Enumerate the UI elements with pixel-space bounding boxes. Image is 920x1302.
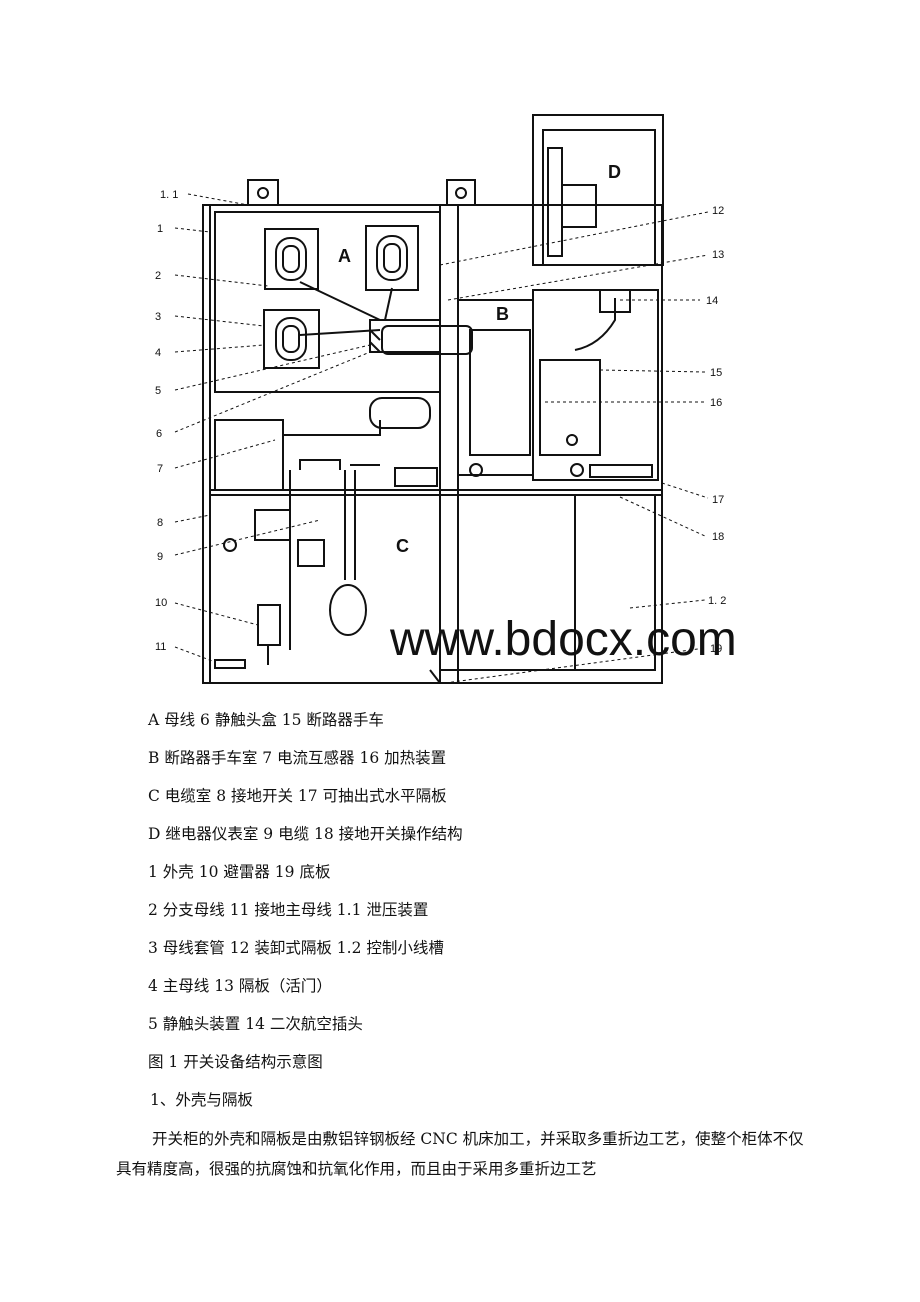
figure-caption: 图 1 开关设备结构示意图: [148, 1053, 323, 1071]
label-1: 1: [157, 223, 163, 235]
label-18: 18: [712, 531, 724, 543]
label-15: 15: [710, 367, 722, 379]
legend-line: 5 静触头装置 14 二次航空插头: [148, 1015, 363, 1033]
label-3: 3: [155, 311, 161, 323]
label-6: 6: [156, 428, 162, 440]
label-17: 17: [712, 494, 724, 506]
label-19: 19: [710, 643, 722, 655]
label-b: B: [496, 304, 509, 324]
legend-line: C 电缆室 8 接地开关 17 可抽出式水平隔板: [148, 787, 447, 805]
body-paragraph: 开关柜的外壳和隔板是由敷铝锌钢板经 CNC 机床加工，并采取多重折边工艺，使整个…: [116, 1130, 804, 1178]
label-4: 4: [155, 347, 161, 359]
busbar-room-a: [214, 211, 441, 393]
label-1-1: 1. 1: [160, 189, 178, 201]
legend-line: D 继电器仪表室 9 电缆 18 接地开关操作结构: [148, 825, 463, 843]
legend-line: 2 分支母线 11 接地主母线 1.1 泄压装置: [148, 901, 429, 919]
label-a: A: [338, 246, 351, 266]
label-9: 9: [157, 551, 163, 563]
label-12: 12: [712, 205, 724, 217]
label-c: C: [396, 536, 409, 556]
legend-line: B 断路器手车室 7 电流互感器 16 加热装置: [148, 749, 447, 767]
label-2: 2: [155, 270, 161, 282]
label-8: 8: [157, 517, 163, 529]
cabinet-rear-frame: [439, 204, 663, 684]
label-d: D: [608, 162, 621, 182]
legend-line: 4 主母线 13 隔板（活门）: [148, 977, 332, 995]
current-transformer: [214, 419, 284, 491]
label-16: 16: [710, 397, 722, 409]
switchgear-structure-diagram: www.bdocx.com: [155, 114, 737, 684]
label-5: 5: [155, 385, 161, 397]
section-heading: 1、外壳与隔板: [150, 1091, 253, 1109]
legend-line: 1 外壳 10 避雷器 19 底板: [148, 863, 331, 881]
label-10: 10: [155, 597, 167, 609]
leader-lines: [174, 193, 709, 684]
legend-line: 3 母线套管 12 装卸式隔板 1.2 控制小线槽: [148, 939, 444, 957]
label-11: 11: [155, 641, 166, 653]
label-7: 7: [157, 463, 163, 475]
label-1-2: 1. 2: [708, 595, 726, 607]
legend-line: A 母线 6 静触头盒 15 断路器手车: [148, 711, 384, 729]
watermark: www.bdocx.com: [389, 613, 737, 666]
label-14: 14: [706, 295, 718, 307]
label-13: 13: [712, 249, 724, 261]
